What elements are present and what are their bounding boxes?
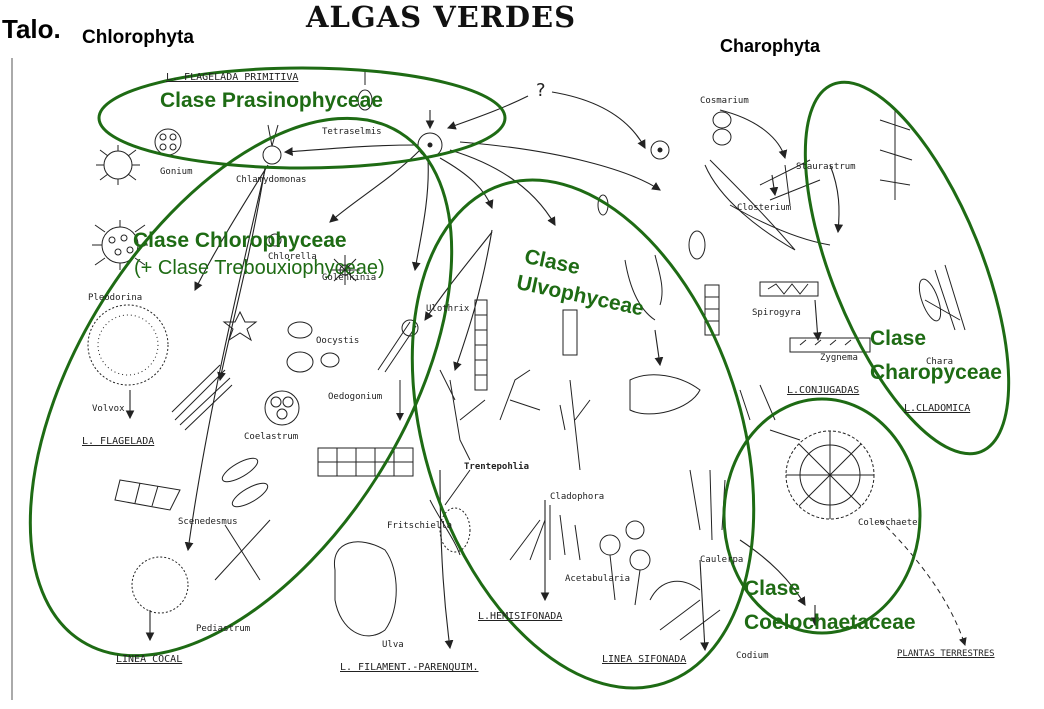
label-line-cocal: LINEA COCAL — [116, 654, 183, 665]
label-pediastrum: Pediastrum — [196, 624, 251, 634]
label-coelastrum: Coelastrum — [244, 432, 299, 442]
label-oocystis: Oocystis — [316, 336, 360, 346]
class-charophyceae-line1: Clase — [870, 327, 927, 350]
class-ellipses — [28, 66, 1011, 690]
class-chlorophyceae: Clase Chlorophyceae — [133, 229, 347, 252]
label-chlamydomonas: Chlamydomonas — [236, 175, 307, 185]
label-chlorella: Chlorella — [268, 252, 317, 262]
talo-label: Talo. — [2, 14, 61, 44]
label-fritschiella: Fritschiella — [387, 521, 453, 531]
class-prasinophyceae: Clase Prasinophyceae — [160, 89, 383, 112]
label-zygnema: Zygnema — [820, 353, 858, 363]
label-staurastrum: Staurastrum — [796, 162, 856, 172]
label-line-flagelada: L. FLAGELADA — [82, 436, 155, 447]
label-cladophora: Cladophora — [550, 492, 605, 502]
label-cosmarium: Cosmarium — [700, 96, 749, 106]
page-title: ALGAS VERDES — [306, 0, 577, 34]
label-caulerpa: Caulerpa — [700, 555, 744, 565]
label-line-conjugadas: L.CONJUGADAS — [787, 385, 860, 396]
label-scenedesmus: Scenedesmus — [178, 517, 238, 527]
ellipse-ulvophyceae — [410, 178, 756, 690]
class-coleochaetaceae-line1: Clase — [744, 577, 801, 600]
label-trentepohlia: Trentepohlia — [464, 462, 530, 472]
label-coleochaete: Coleochaete — [858, 518, 918, 528]
label-volvox: Volvox — [92, 404, 125, 414]
class-coleochaetaceae-line2: Coelochaetaceae — [744, 611, 916, 634]
class-charophyceae-line2: Charopyceae — [870, 361, 1002, 384]
ellipse-chlorophyceae — [28, 116, 454, 658]
ellipse-prasinophyceae — [97, 66, 507, 170]
ellipse-coleochaetaceae — [722, 397, 922, 635]
label-line-sifonada: LINEA SIFONADA — [602, 654, 687, 665]
label-tetraselmis: Tetraselmis — [322, 127, 382, 137]
class-trebouxiophyceae: (+ Clase Trebouxiophyceae) — [134, 257, 385, 279]
question-mark: ? — [536, 80, 546, 101]
label-line-filament: L. FILAMENT.-PARENQUIM. — [340, 662, 479, 673]
label-oedogonium: Oedogonium — [328, 392, 383, 402]
label-closterium: Closterium — [737, 203, 792, 213]
label-line-hemisifonada: L.HEMISIFONADA — [478, 611, 563, 622]
label-plantas-terrestres: PLANTAS TERRESTRES — [897, 649, 995, 659]
chlorophyta-label: Chlorophyta — [82, 27, 194, 48]
dashed-arrow-terrestres — [879, 519, 967, 646]
label-golenkinia: Golenkinia — [322, 273, 377, 283]
label-gonium: Gonium — [160, 167, 193, 177]
label-spirogyra: Spirogyra — [752, 308, 801, 318]
label-chara: Chara — [926, 357, 954, 367]
label-ulothrix: Ulothrix — [426, 304, 470, 314]
label-ulva: Ulva — [382, 640, 404, 650]
label-codium: Codium — [736, 651, 769, 661]
label-acetabularia: Acetabularia — [565, 574, 631, 584]
ellipse-charophyceae — [803, 80, 1011, 456]
charophyta-label: Charophyta — [720, 36, 821, 56]
label-line-cladomica: L.CLADOMICA — [904, 403, 971, 414]
label-pleodorina: Pleodorina — [88, 293, 143, 303]
label-flagelada-primitiva: L. FLAGELADA PRIMITIVA — [166, 72, 299, 83]
